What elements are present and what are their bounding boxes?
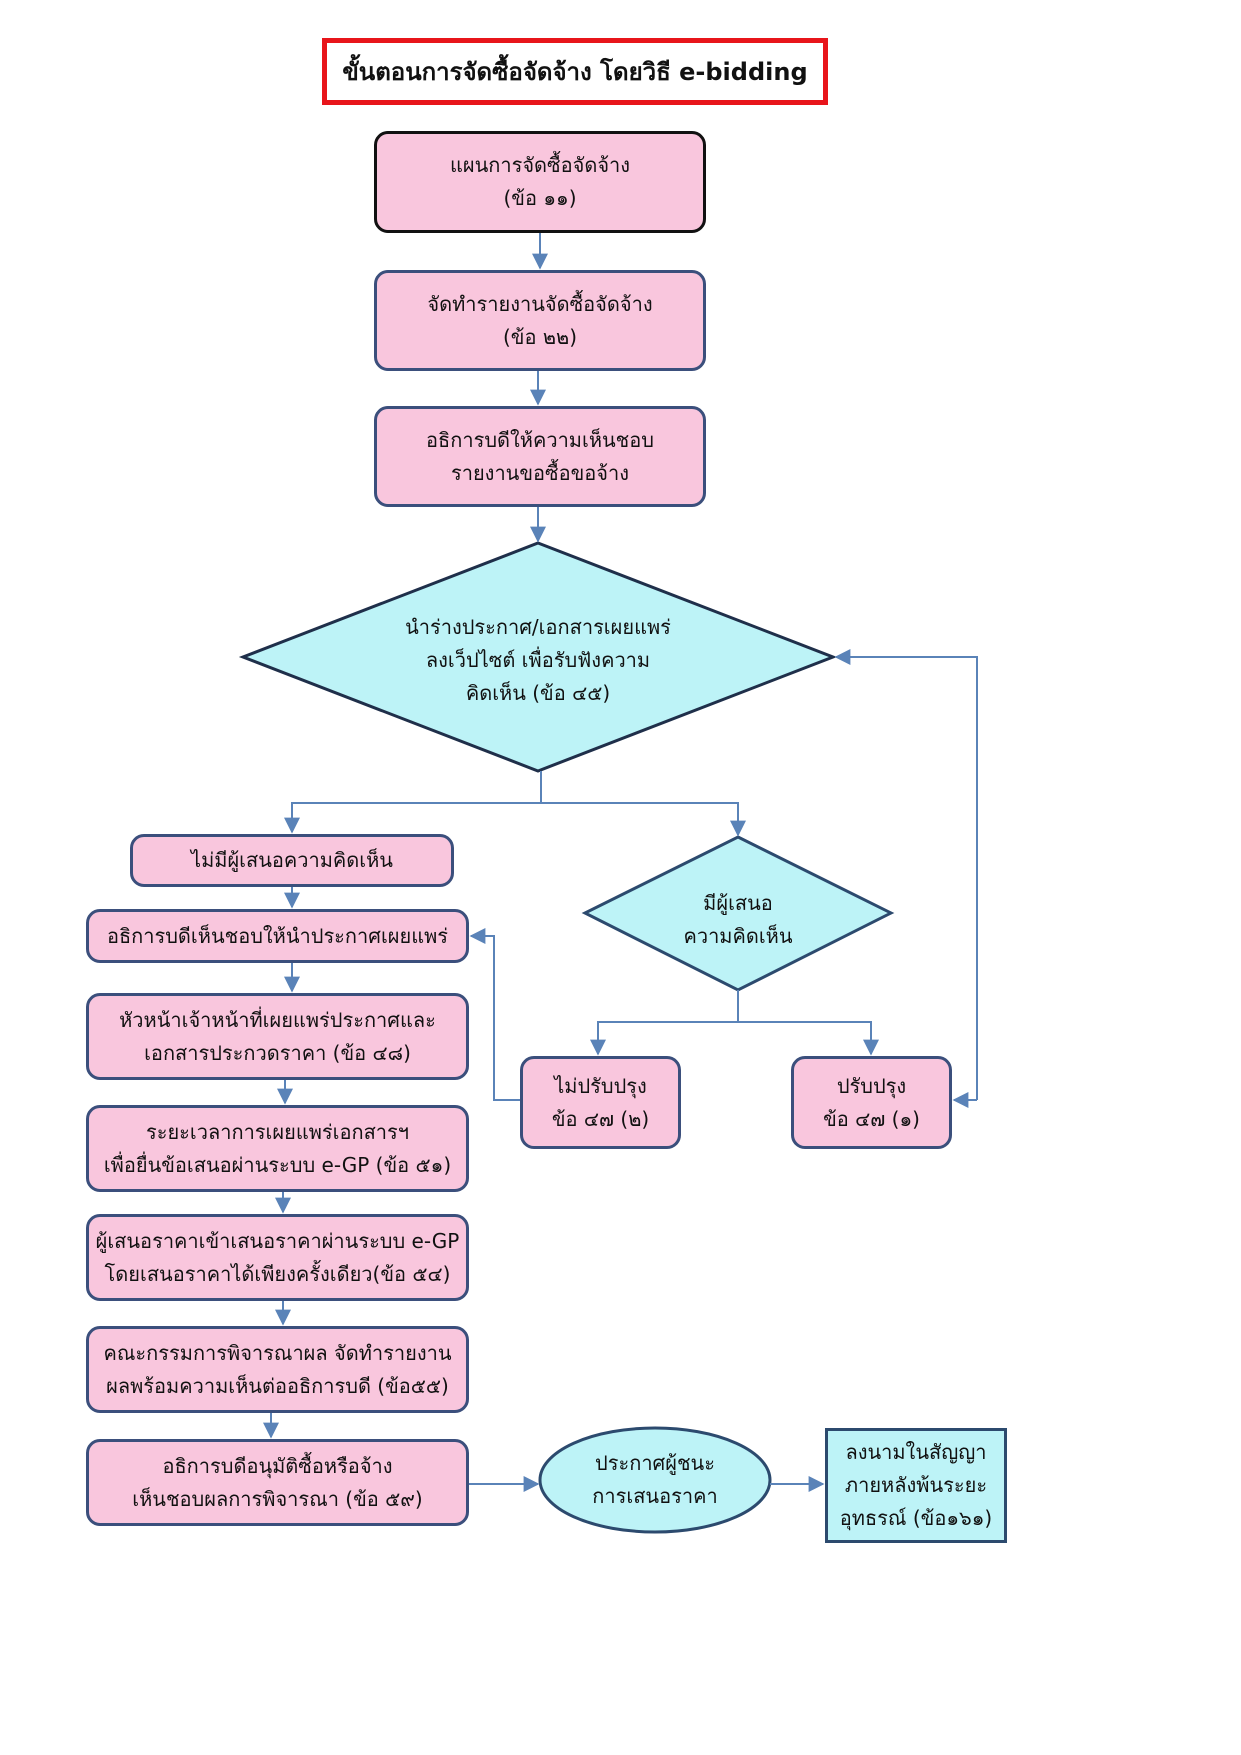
- step-revise: ปรับปรุง ข้อ ๔๗ (๑): [791, 1056, 952, 1149]
- connector-has-comment-to-revise: [738, 1021, 879, 1056]
- step-approve-report-line-1: อธิการบดีให้ความเห็นชอบ: [426, 427, 654, 452]
- step-approve-report-line-2: รายงานขอซื้อขอจ้าง: [450, 460, 630, 485]
- decision-publish-draft-label: นำร่างประกาศ/เอกสารเผยแพร่ ลงเว็ปไซต์ เพ…: [338, 611, 738, 710]
- step-approve-purchase-line-1: อธิการบดีอนุมัติซื้อหรือจ้าง: [162, 1453, 393, 1478]
- step-revise-line-1: ปรับปรุง: [836, 1073, 907, 1098]
- step-sign-contract-line-3: อุทธรณ์ (ข้อ๑๖๑): [839, 1506, 993, 1530]
- connector-draft-to-has-comment: [541, 802, 746, 837]
- step-head-publish: หัวหน้าเจ้าหน้าที่เผยแพร่ประกาศและ เอกสา…: [86, 993, 469, 1080]
- connector-draft-to-no-comment: [284, 771, 542, 834]
- page-title-box: ขั้นตอนการจัดซื้อจัดจ้าง โดยวิธี e-biddi…: [322, 38, 828, 105]
- step-report: จัดทำรายงานจัดซื้อจัดจ้าง (ข้อ ๒๒): [374, 270, 706, 371]
- connector-has-comment-to-no-revise: [590, 990, 739, 1056]
- decision-has-comment-label: มีผู้เสนอ ความคิดเห็น: [638, 887, 838, 953]
- announce-winner-label: ประกาศผู้ชนะ การเสนอราคา: [555, 1447, 755, 1513]
- step-no-comment: ไม่มีผู้เสนอความคิดเห็น: [130, 834, 454, 887]
- connector-no-revise-to-approve-publish: [469, 928, 520, 1101]
- step-committee-line-1: คณะกรรมการพิจารณาผล จัดทำรายงาน: [103, 1340, 452, 1365]
- step-publish-period-line-1: ระยะเวลาการเผยแพร่เอกสารฯ: [145, 1119, 410, 1144]
- step-plan-line-1: แผนการจัดซื้อจัดจ้าง: [449, 153, 631, 177]
- decision-has-comment-line-1: มีผู้เสนอ: [703, 891, 773, 915]
- step-approve-publish-line-1: อธิการบดีเห็นชอบให้นำประกาศเผยแพร่: [106, 923, 449, 948]
- step-plan-line-2: (ข้อ ๑๑): [503, 186, 577, 210]
- page-title: ขั้นตอนการจัดซื้อจัดจ้าง โดยวิธี e-biddi…: [342, 58, 808, 86]
- step-bidding-line-1: ผู้เสนอราคาเข้าเสนอราคาผ่านระบบ e-GP: [95, 1228, 460, 1253]
- announce-winner-line-1: ประกาศผู้ชนะ: [595, 1451, 715, 1475]
- step-report-line-1: จัดทำรายงานจัดซื้อจัดจ้าง: [427, 291, 653, 316]
- step-approve-purchase: อธิการบดีอนุมัติซื้อหรือจ้าง เห็นชอบผลกา…: [86, 1439, 469, 1526]
- decision-publish-draft-line-3: คิดเห็น (ข้อ ๔๕): [465, 681, 611, 705]
- connector-revise-to-draft: [834, 649, 978, 1100]
- step-committee-line-2: ผลพร้อมความเห็นต่ออธิการบดี (ข้อ๕๕): [106, 1373, 449, 1398]
- decision-publish-draft-line-2: ลงเว็ปไซต์ เพื่อรับฟังความ: [425, 648, 651, 672]
- step-sign-contract-line-1: ลงนามในสัญญา: [845, 1440, 987, 1464]
- step-no-revise: ไม่ปรับปรุง ข้อ ๔๗ (๒): [520, 1056, 681, 1149]
- step-sign-contract: ลงนามในสัญญา ภายหลังพ้นระยะ อุทธรณ์ (ข้อ…: [825, 1428, 1007, 1543]
- step-approve-purchase-line-2: เห็นชอบผลการพิจารณา (ข้อ ๕๙): [132, 1486, 423, 1511]
- announce-winner-line-2: การเสนอราคา: [592, 1484, 718, 1508]
- step-head-publish-line-2: เอกสารประกวดราคา (ข้อ ๔๘): [144, 1040, 411, 1065]
- decision-diamond-publish-draft: [238, 541, 838, 773]
- step-plan: แผนการจัดซื้อจัดจ้าง (ข้อ ๑๑): [374, 131, 706, 233]
- step-head-publish-line-1: หัวหน้าเจ้าหน้าที่เผยแพร่ประกาศและ: [119, 1007, 436, 1032]
- step-no-revise-line-1: ไม่ปรับปรุง: [554, 1073, 647, 1098]
- step-publish-period-line-2: เพื่อยื่นข้อเสนอผ่านระบบ e-GP (ข้อ ๕๑): [103, 1152, 452, 1177]
- decision-publish-draft-line-1: นำร่างประกาศ/เอกสารเผยแพร่: [405, 615, 671, 639]
- step-no-comment-line-1: ไม่มีผู้เสนอความคิดเห็น: [191, 848, 393, 872]
- step-sign-contract-line-2: ภายหลังพ้นระยะ: [844, 1473, 988, 1497]
- step-bidding-line-2: โดยเสนอราคาได้เพียงครั้งเดียว(ข้อ ๕๔): [104, 1261, 451, 1286]
- step-no-revise-line-2: ข้อ ๔๗ (๒): [551, 1106, 650, 1131]
- step-revise-line-2: ข้อ ๔๗ (๑): [823, 1106, 920, 1131]
- decision-has-comment-line-2: ความคิดเห็น: [683, 924, 793, 948]
- step-publish-period: ระยะเวลาการเผยแพร่เอกสารฯ เพื่อยื่นข้อเส…: [86, 1105, 469, 1192]
- step-bidding: ผู้เสนอราคาเข้าเสนอราคาผ่านระบบ e-GP โดย…: [86, 1214, 469, 1301]
- step-approve-publish: อธิการบดีเห็นชอบให้นำประกาศเผยแพร่: [86, 909, 469, 963]
- step-approve-report: อธิการบดีให้ความเห็นชอบ รายงานขอซื้อขอจ้…: [374, 406, 706, 507]
- step-committee: คณะกรรมการพิจารณาผล จัดทำรายงาน ผลพร้อมค…: [86, 1326, 469, 1413]
- announce-winner-ellipse: [538, 1426, 772, 1534]
- step-report-line-2: (ข้อ ๒๒): [502, 324, 577, 349]
